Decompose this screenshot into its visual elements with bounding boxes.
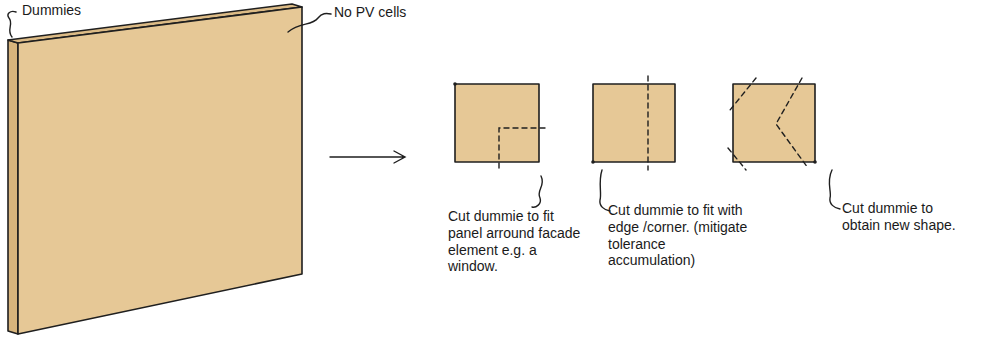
dummy-square xyxy=(455,84,539,162)
dummy-square xyxy=(593,84,675,162)
part-label: No PV cells xyxy=(334,4,406,21)
part-label: Dummies xyxy=(22,2,81,19)
leader-line xyxy=(829,170,840,209)
corner-dot xyxy=(453,82,457,86)
dummy-square xyxy=(733,84,815,162)
leader-line xyxy=(532,176,542,207)
panel-side xyxy=(8,40,18,334)
cut-line xyxy=(647,76,648,170)
corner-dot xyxy=(813,160,817,164)
caption-note: Cut dummie to obtain new shape. xyxy=(842,200,962,234)
corner-dot xyxy=(591,160,595,164)
cut-line xyxy=(728,78,808,170)
leader-line xyxy=(8,11,16,37)
leader-line xyxy=(288,13,331,32)
arrow xyxy=(330,151,405,163)
cut-line xyxy=(499,128,545,170)
caption-note: Cut dummie to fit panel arround facade e… xyxy=(448,208,588,275)
panel-front xyxy=(18,7,302,334)
caption-note: Cut dummie to fit with edge /corner. (mi… xyxy=(608,202,748,269)
